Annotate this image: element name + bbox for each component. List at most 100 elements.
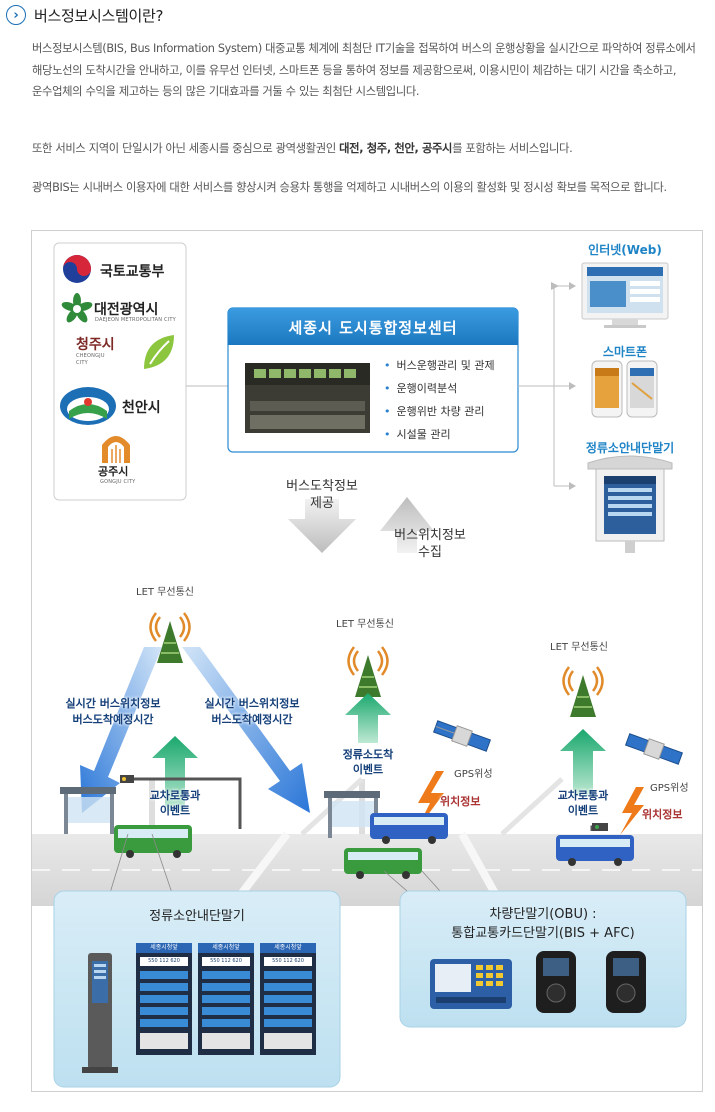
screen-2-routes: 550 112 620 [210, 958, 242, 964]
screen-1-routes: 550 112 620 [148, 958, 180, 964]
gps-label-2: GPS위성 [650, 783, 689, 794]
screen-3-header: 세종시청앞 [274, 944, 302, 951]
screen-2-header: 세종시청앞 [212, 944, 240, 951]
bus-blue-1-icon [370, 813, 448, 844]
stop-arrival-line-2: 이벤트 [352, 763, 384, 776]
callout-terminal [109, 833, 129, 894]
logo-cheongju-label: 청주시 [76, 337, 115, 353]
arrow-up-location-icon [380, 497, 434, 553]
intro-paragraph-3: 광역BIS는 시내버스 이용자에 대한 서비스를 향상시켜 승용차 통행을 억제… [32, 181, 667, 194]
intersection-1-line-1: 교차로통과 [149, 789, 201, 802]
center-bullet-4: 시설물 관리 [384, 426, 451, 442]
output-smartphone-label: 스마트폰 [602, 345, 648, 359]
diagram-graphics [32, 242, 702, 1088]
stop-arrival-line-1: 정류소도착 [342, 748, 394, 761]
arrow-up-intersection-1-icon [152, 736, 198, 811]
realtime-2-line-1: 실시간 버스위치정보 [204, 697, 300, 710]
gps-satellite-2-icon [624, 733, 684, 765]
bis-diagram: 국토교통부 대전광역시 DAEJEON METROPOLITAN CITY 청주… [31, 230, 703, 1092]
obu-panel-title: 차량단말기(OBU) : 통합교통카드단말기(BIS + AFC) [400, 905, 686, 943]
arrow-up-intersection-2-icon [560, 729, 606, 796]
gongju-logo-icon [102, 436, 130, 463]
callout-obu [383, 870, 408, 892]
let-tower-1-icon [149, 612, 191, 663]
terminal-screen-2-icon [198, 943, 254, 1055]
intro-p2-text: 또한 서비스 지역이 단일시가 아닌 세종시를 중심으로 광역생활권인 [32, 142, 340, 155]
intersection-2-line-2: 이벤트 [567, 804, 599, 817]
center-bullet-1: 버스운행관리 및 관제 [384, 357, 495, 373]
cheongju-logo-icon [144, 335, 174, 369]
intro-p2-cities: 대전, 청주, 천안, 공주시 [339, 142, 453, 155]
obu-device-icon [430, 959, 512, 1009]
bus-green-2-icon [344, 848, 422, 879]
chevron-right-circle-icon: › [6, 5, 26, 25]
terminal-screen-3-icon [260, 943, 316, 1055]
intersection-2-line-1: 교차로통과 [557, 789, 609, 802]
position-label-1: 위치정보 [440, 795, 481, 808]
lightning-2-icon [620, 787, 644, 835]
traffic-light-1-icon [120, 775, 242, 829]
flow-location-line-1: 버스위치정보 [394, 528, 466, 543]
kiosk-tower-icon [82, 953, 118, 1073]
intersection-1-line-2: 이벤트 [159, 804, 191, 817]
card-reader-2-icon [606, 951, 646, 1013]
realtime-label-1: 실시간 버스위치정보 버스도착예정시간 [48, 696, 178, 728]
bus-shelter-1-icon [60, 787, 116, 834]
stop-arrival-event: 정류소도착 이벤트 [327, 747, 409, 777]
gps-satellite-1-icon [432, 720, 492, 752]
page-title: 버스정보시스템이란? [34, 6, 164, 25]
card-reader-1-icon [536, 951, 576, 1013]
flow-location-label: 버스위치정보 수집 [368, 527, 492, 561]
screen-3-routes: 550 112 620 [272, 958, 304, 964]
let-label-1: LET 무선통신 [136, 587, 194, 598]
stop-terminal-kiosk-icon [587, 455, 673, 553]
logo-daejeon-sub: DAEJEON METROPOLITAN CITY [95, 317, 176, 323]
terminal-panel-title: 정류소안내단말기 [149, 909, 245, 924]
traffic-light-2-icon [590, 823, 608, 831]
realtime-1-line-1: 실시간 버스위치정보 [65, 697, 161, 710]
let-tower-3-icon [562, 666, 604, 717]
logo-cheonan-label: 천안시 [122, 400, 161, 416]
logo-daejeon-label: 대전광역시 [94, 302, 159, 318]
realtime-1-line-2: 버스도착예정시간 [72, 713, 154, 726]
realtime-label-2: 실시간 버스위치정보 버스도착예정시간 [182, 696, 322, 728]
position-label-2: 위치정보 [642, 808, 683, 821]
output-web-label: 인터넷(Web) [588, 243, 662, 257]
logo-gongju-label: 공주시 [98, 465, 129, 478]
logo-gongju-sub: GONGJU CITY [100, 479, 136, 485]
screen-1-header: 세종시청앞 [150, 944, 178, 951]
cheonan-logo-icon [60, 387, 116, 425]
bus-blue-2-icon [556, 835, 634, 866]
intersection-event-1: 교차로통과 이벤트 [132, 788, 218, 818]
logo-molit-label: 국토교통부 [100, 264, 165, 280]
center-bullet-2: 운행이력분석 [384, 380, 458, 396]
intro-p2-tail: 를 포함하는 서비스입니다. [452, 142, 573, 155]
flow-arrival-label: 버스도착정보 제공 [260, 478, 384, 512]
arrow-realtime-right-icon [182, 647, 310, 813]
terminal-screen-1-icon [136, 943, 192, 1055]
lightning-1-icon [416, 771, 444, 831]
control-room-image [245, 363, 370, 433]
flow-arrival-line-1: 버스도착정보 [286, 479, 358, 494]
let-label-3: LET 무선통신 [550, 642, 608, 653]
center-box-header [228, 308, 518, 345]
section-header: › 버스정보시스템이란? [6, 4, 163, 26]
let-tower-2-icon [347, 646, 389, 697]
intro-paragraph-2: 또한 서비스 지역이 단일시가 아닌 세종시를 중심으로 광역생활권인 대전, … [32, 138, 707, 160]
bus-green-1-icon [114, 825, 192, 858]
molit-logo-icon [63, 255, 91, 283]
gps-label-1: GPS위성 [454, 769, 493, 780]
web-monitor-icon [581, 262, 669, 328]
let-label-2: LET 무선통신 [336, 619, 394, 630]
flow-arrival-line-2: 제공 [310, 496, 334, 511]
smartphone-icon [591, 360, 658, 418]
arrow-up-stop-arrival-icon [345, 693, 391, 743]
daejeon-logo-icon [61, 293, 93, 323]
arrow-down-arrival-icon [288, 499, 356, 553]
logo-cheongju-sub: CHEONGJU CITY [76, 353, 105, 366]
arrow-realtime-left-icon [80, 647, 162, 813]
obu-title-line-2: 통합교통카드단말기(BIS + AFC) [451, 926, 635, 941]
center-title: 세종시 도시통합정보센터 [288, 319, 458, 337]
obu-title-line-1: 차량단말기(OBU) : [489, 907, 597, 922]
flow-location-line-2: 수집 [418, 545, 442, 560]
